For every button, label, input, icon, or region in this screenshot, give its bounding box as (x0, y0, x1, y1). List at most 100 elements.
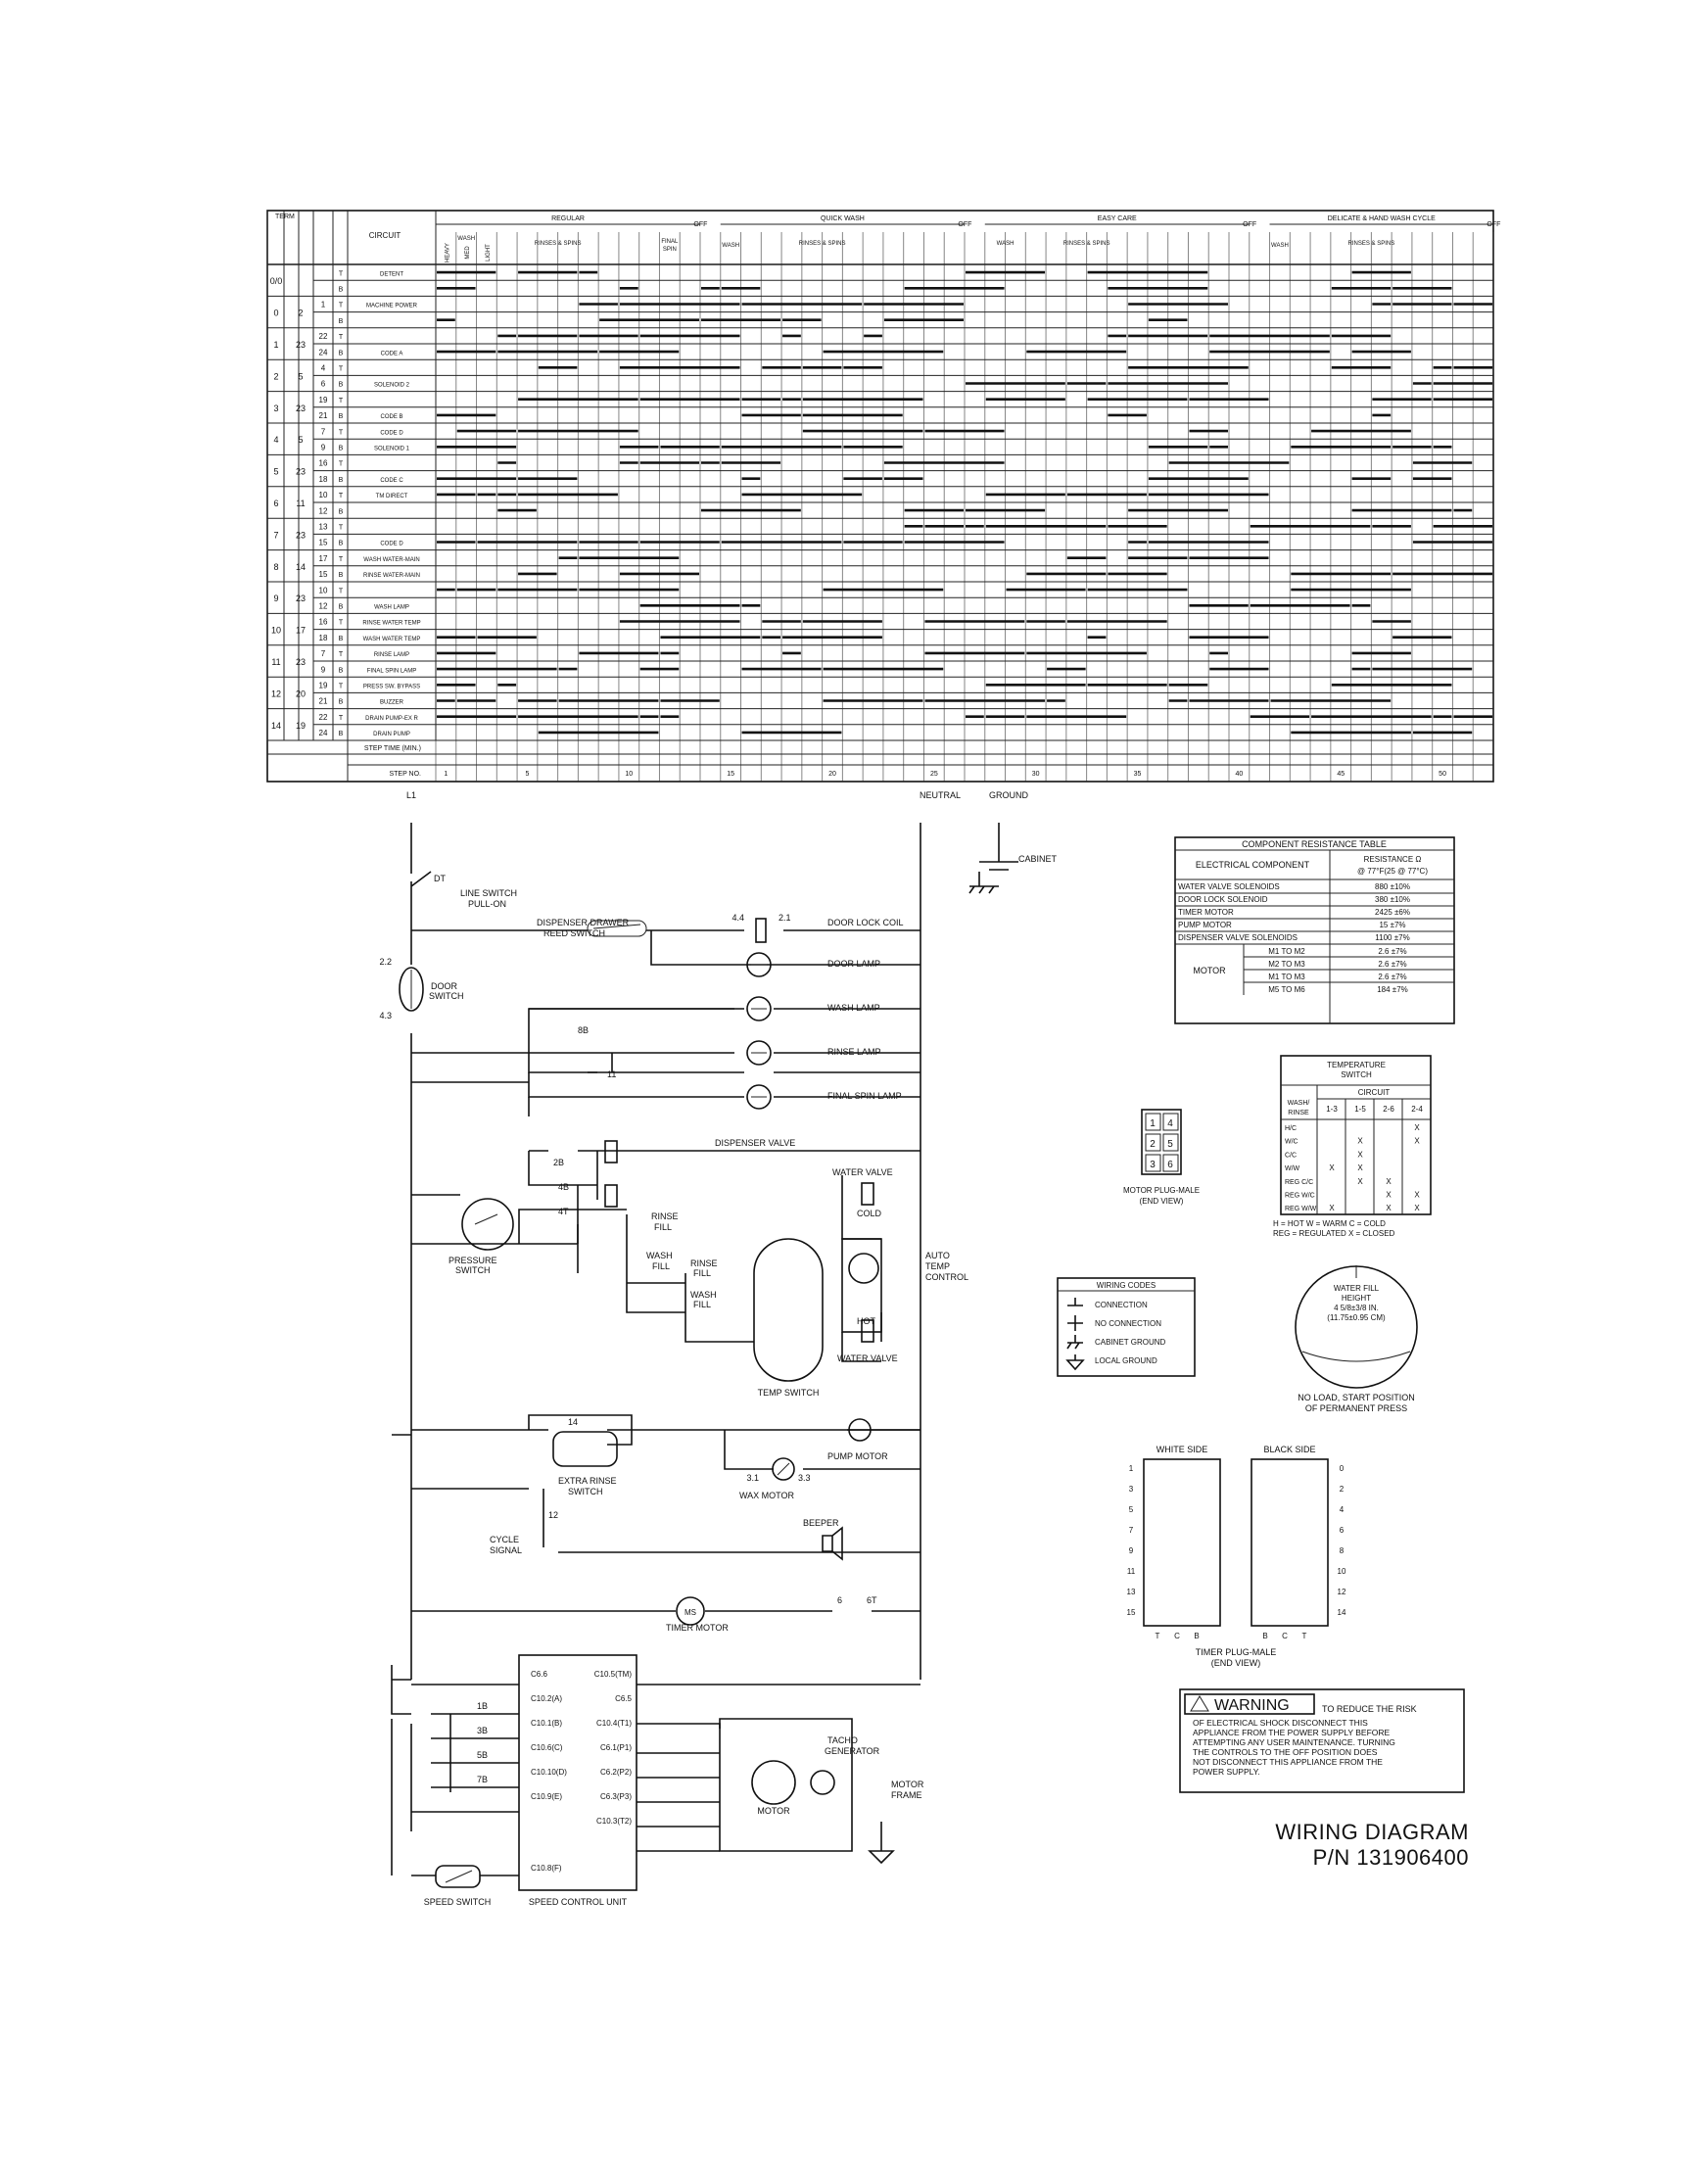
door-switch-label: DOOR (431, 981, 458, 991)
pump-motor-symbol (848, 1418, 872, 1442)
switch-num: 4T (558, 1207, 569, 1216)
row-bt: T (339, 398, 344, 404)
row-bt: B (339, 604, 344, 611)
timer-plug-bottom: B (1262, 1632, 1267, 1640)
rinse-fill-sub: FILL (654, 1222, 672, 1232)
door-switch-sub: SWITCH (429, 991, 464, 1001)
row-circuit: BUZZER (380, 700, 404, 706)
water-fill-text: 4 5/8±3/8 IN. (1334, 1304, 1379, 1312)
speed-unit-left-pin: C10.9(E) (531, 1792, 562, 1801)
timer-plug-bottom: B (1194, 1632, 1199, 1640)
speed-unit-left-pin: C6.6 (531, 1670, 547, 1679)
switch-num: 4B (558, 1182, 569, 1192)
left-pair-b: 23 (296, 404, 306, 413)
motor-plug-grid (1141, 1109, 1182, 1175)
temp-table-col: 2-6 (1383, 1105, 1394, 1114)
row-bt: T (339, 651, 344, 658)
rinse-fill-label: RINSE (651, 1211, 679, 1221)
wiring-code-item: NO CONNECTION (1095, 1319, 1161, 1328)
water-valve-coils (861, 1182, 874, 1343)
motor-plug-pin: 1 (1150, 1118, 1156, 1129)
row-bt: B (339, 508, 344, 515)
timer-plug-right-num: 8 (1340, 1546, 1345, 1555)
hot-label: HOT (857, 1316, 876, 1326)
temp-table-mark: X (1357, 1163, 1363, 1172)
extra-rinse-switch-symbol (552, 1431, 618, 1467)
door-switch-symbol (399, 967, 424, 1012)
regular-wash-label: WASH (457, 236, 475, 242)
timer-plug-left-num: 3 (1129, 1485, 1134, 1494)
temp-table-washrinse-sub: RINSE (1288, 1110, 1309, 1116)
step-number: 20 (828, 771, 836, 778)
step-number: 35 (1134, 771, 1142, 778)
ground-label: GROUND (989, 790, 1028, 800)
row-circuit: RINSE LAMP (374, 652, 409, 658)
timer-plug-right-num: 0 (1340, 1464, 1345, 1473)
row-term: 24 (319, 729, 328, 737)
row-circuit: RINSE WATER-MAIN (363, 573, 420, 579)
rinse-fill-label-2: RINSE (690, 1258, 718, 1268)
speed-unit-right-pin: C6.3(P3) (600, 1792, 632, 1801)
left-pair-a: 4 (273, 435, 278, 445)
row-circuit: RINSE WATER TEMP (362, 621, 420, 627)
off-label: OFF (693, 221, 707, 228)
dt-label: DT (434, 874, 446, 883)
left-pair-b: 17 (296, 626, 306, 636)
warning-line: THE CONTROLS TO THE OFF POSITION DOES (1193, 1747, 1378, 1757)
auto-temp-sub2: CONTROL (925, 1272, 968, 1282)
row-circuit: PRESS SW. BYPASS (363, 685, 420, 690)
left-pair-b: 20 (296, 688, 306, 698)
warning-line: APPLIANCE FROM THE POWER SUPPLY BEFORE (1193, 1728, 1391, 1737)
temp-table-mark: X (1357, 1150, 1363, 1159)
delicate-wash-label: WASH (1271, 243, 1289, 249)
temp-legend-1: H = HOT W = WARM C = COLD (1273, 1219, 1386, 1228)
dispenser-reed-switch (587, 920, 647, 937)
wash-level-label: MED (465, 246, 471, 260)
timer-plug-bottom: T (1302, 1632, 1307, 1640)
dispenser-valve-label: DISPENSER VALVE (715, 1138, 795, 1148)
speed-unit-left-pin: C10.6(C) (531, 1743, 563, 1752)
row-term: 16 (319, 459, 328, 468)
row-circuit: DRAIN PUMP (373, 732, 410, 737)
timer-plug-bottom: T (1156, 1632, 1160, 1640)
row-circuit: DRAIN PUMP-EX R (365, 716, 418, 722)
row-term: 17 (319, 554, 328, 563)
row-bt: B (339, 382, 344, 389)
pump-motor-label: PUMP MOTOR (827, 1451, 888, 1461)
row-circuit: FINAL SPIN LAMP (367, 668, 416, 674)
timer-plug-bottom: C (1174, 1632, 1180, 1640)
temp-table-mark: X (1386, 1177, 1392, 1186)
wiring-codes-box (1057, 1277, 1196, 1377)
switch-num: 3B (477, 1726, 488, 1735)
temp-table-col: 1-3 (1326, 1105, 1338, 1114)
speed-control-unit-box (518, 1654, 637, 1891)
timer-plug-left-num: 15 (1127, 1608, 1136, 1617)
left-pair-b: 11 (296, 499, 305, 508)
row-term: 12 (319, 602, 328, 611)
row-term: 19 (319, 396, 328, 404)
left-pair-b: 2 (298, 309, 303, 318)
switch-num: 1B (477, 1701, 488, 1711)
neutral-label: NEUTRAL (920, 790, 961, 800)
row-term: 7 (321, 427, 326, 436)
temp-switch-symbol (753, 1238, 882, 1382)
cycle-signal-sub: SIGNAL (490, 1545, 522, 1555)
off-label: OFF (1487, 221, 1500, 228)
row-bt: T (339, 493, 344, 499)
wiring-code-item: LOCAL GROUND (1095, 1356, 1157, 1365)
load-label: WASH LAMP (827, 1003, 880, 1013)
row-bt: B (339, 636, 344, 642)
load-label: DOOR LOCK COIL (827, 918, 904, 927)
left-pair-b: 19 (296, 721, 306, 731)
motor-winding: M1 TO M3 (1268, 973, 1305, 981)
row-term: 10 (319, 586, 328, 594)
left-pair-b: 23 (296, 593, 306, 603)
cabinet-label: CABINET (1018, 854, 1058, 864)
switch-num: 6 (837, 1595, 842, 1605)
row-bt: B (339, 446, 344, 452)
row-term: 9 (321, 665, 326, 674)
row-bt: T (339, 715, 344, 722)
water-fill-gauge (1295, 1265, 1418, 1389)
motor-frame-sub: FRAME (891, 1790, 922, 1800)
